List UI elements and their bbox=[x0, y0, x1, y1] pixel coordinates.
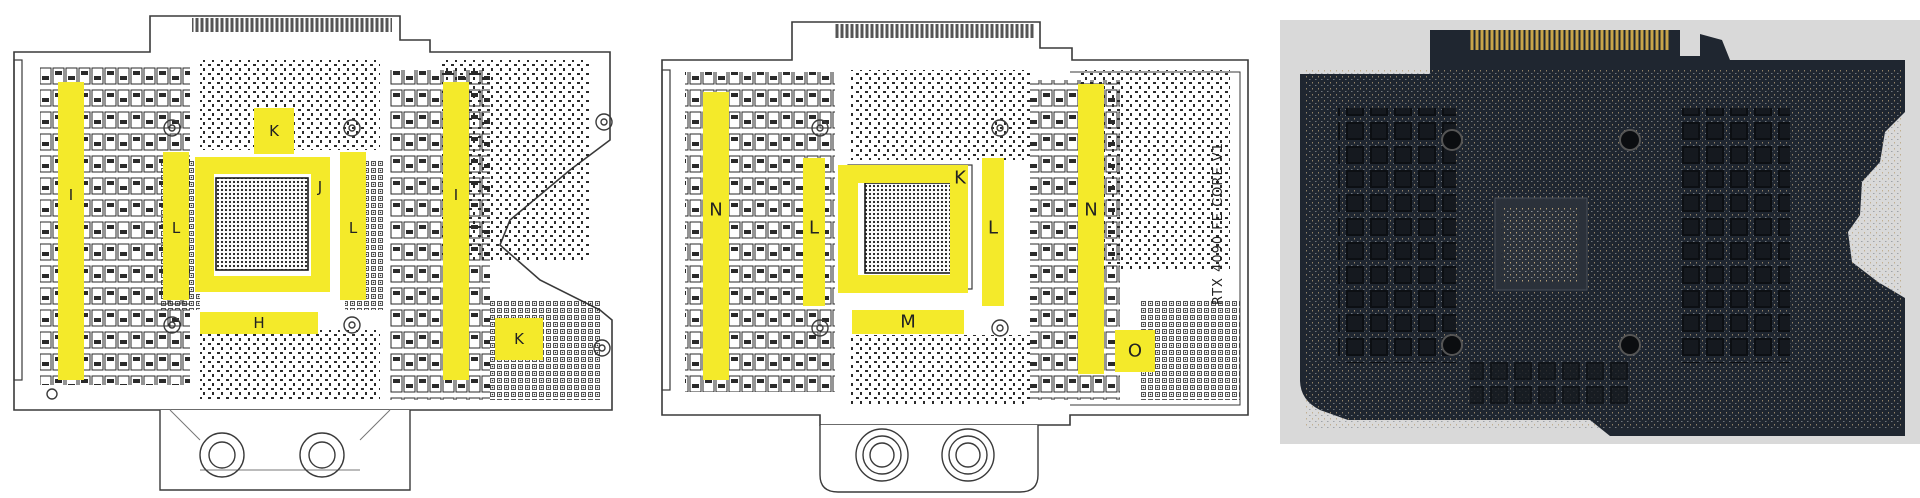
pad-o bbox=[1115, 330, 1155, 372]
pad-m bbox=[852, 310, 964, 334]
pad-l-left-2 bbox=[803, 158, 825, 306]
pcb-mounting-holes bbox=[1441, 129, 1641, 356]
pad-l-right-2 bbox=[982, 158, 1004, 306]
label-l-right-2: L bbox=[988, 218, 998, 239]
label-o: O bbox=[1128, 341, 1142, 362]
pad-k-2 bbox=[838, 165, 968, 293]
components-area-2f bbox=[1140, 300, 1240, 400]
thermal-pads-2 bbox=[703, 84, 1155, 380]
pad-h bbox=[200, 312, 318, 334]
mounting-holes-1 bbox=[46, 113, 613, 400]
gpu-die-2 bbox=[864, 182, 956, 274]
label-n-right: N bbox=[1084, 200, 1097, 221]
terminal-ports-1 bbox=[199, 432, 345, 478]
pad-k-bottom-1 bbox=[495, 318, 543, 360]
label-l-left-1: L bbox=[172, 219, 181, 237]
terminal-ports-2 bbox=[855, 428, 995, 482]
pad-l-right-1 bbox=[340, 152, 366, 300]
pad-n-right bbox=[1078, 84, 1104, 374]
terminal-outline-1 bbox=[159, 410, 411, 491]
components-area-2d bbox=[1080, 70, 1230, 270]
io-bracket-edge-1 bbox=[13, 59, 23, 381]
terminal-diagonals-1 bbox=[169, 409, 391, 471]
thermal-pads-1 bbox=[58, 82, 543, 380]
board-model-text: RTX 4090 FE CORE V1 bbox=[1211, 142, 1226, 305]
pad-k-top-1 bbox=[254, 108, 294, 154]
pad-i-right bbox=[443, 82, 469, 380]
pcb-photo-panel bbox=[1280, 20, 1920, 444]
pcie-connector-1 bbox=[192, 18, 392, 32]
label-h: H bbox=[253, 314, 264, 332]
label-k-bottom-1: K bbox=[514, 330, 525, 348]
label-i-left: I bbox=[69, 186, 73, 204]
pcb-gold-fingers bbox=[1470, 30, 1670, 50]
components-area-2c bbox=[850, 70, 1030, 160]
mounting-holes-2 bbox=[811, 119, 1009, 337]
label-m: M bbox=[900, 312, 916, 333]
pad-j bbox=[195, 157, 330, 292]
pad-i-left bbox=[58, 82, 84, 380]
label-k-top-1: K bbox=[269, 122, 280, 140]
pad-n-left bbox=[703, 92, 729, 380]
pad-l-left-1 bbox=[163, 152, 189, 300]
pcb-vrm-left bbox=[1338, 108, 1456, 363]
io-bracket-edge-2 bbox=[661, 69, 671, 391]
pcb-gpu-bga bbox=[1503, 206, 1579, 282]
diagram-panel-left: I L K J L I H K bbox=[13, 15, 613, 491]
pcb-lower-components bbox=[1470, 360, 1630, 410]
label-k-2: K bbox=[954, 168, 967, 189]
pad-labels-1: I L K J L I H K bbox=[69, 122, 525, 348]
label-j: J bbox=[317, 178, 322, 196]
diagram-panel-middle: RTX 4090 FE CORE V1 N L K L N M O bbox=[661, 21, 1249, 493]
gpu-die-1 bbox=[215, 177, 309, 271]
label-l-left-2: L bbox=[809, 218, 819, 239]
label-i-right: I bbox=[454, 186, 458, 204]
label-l-right-1: L bbox=[349, 219, 358, 237]
pad-labels-2: N L K L N M O bbox=[709, 168, 1142, 362]
label-n-left: N bbox=[709, 200, 722, 221]
terminal-outline-2 bbox=[819, 425, 1039, 493]
components-area-2e bbox=[850, 335, 1030, 405]
pcie-connector-2 bbox=[835, 24, 1035, 38]
components-area-1e bbox=[200, 330, 380, 400]
pcb-vrm-right bbox=[1680, 108, 1790, 363]
